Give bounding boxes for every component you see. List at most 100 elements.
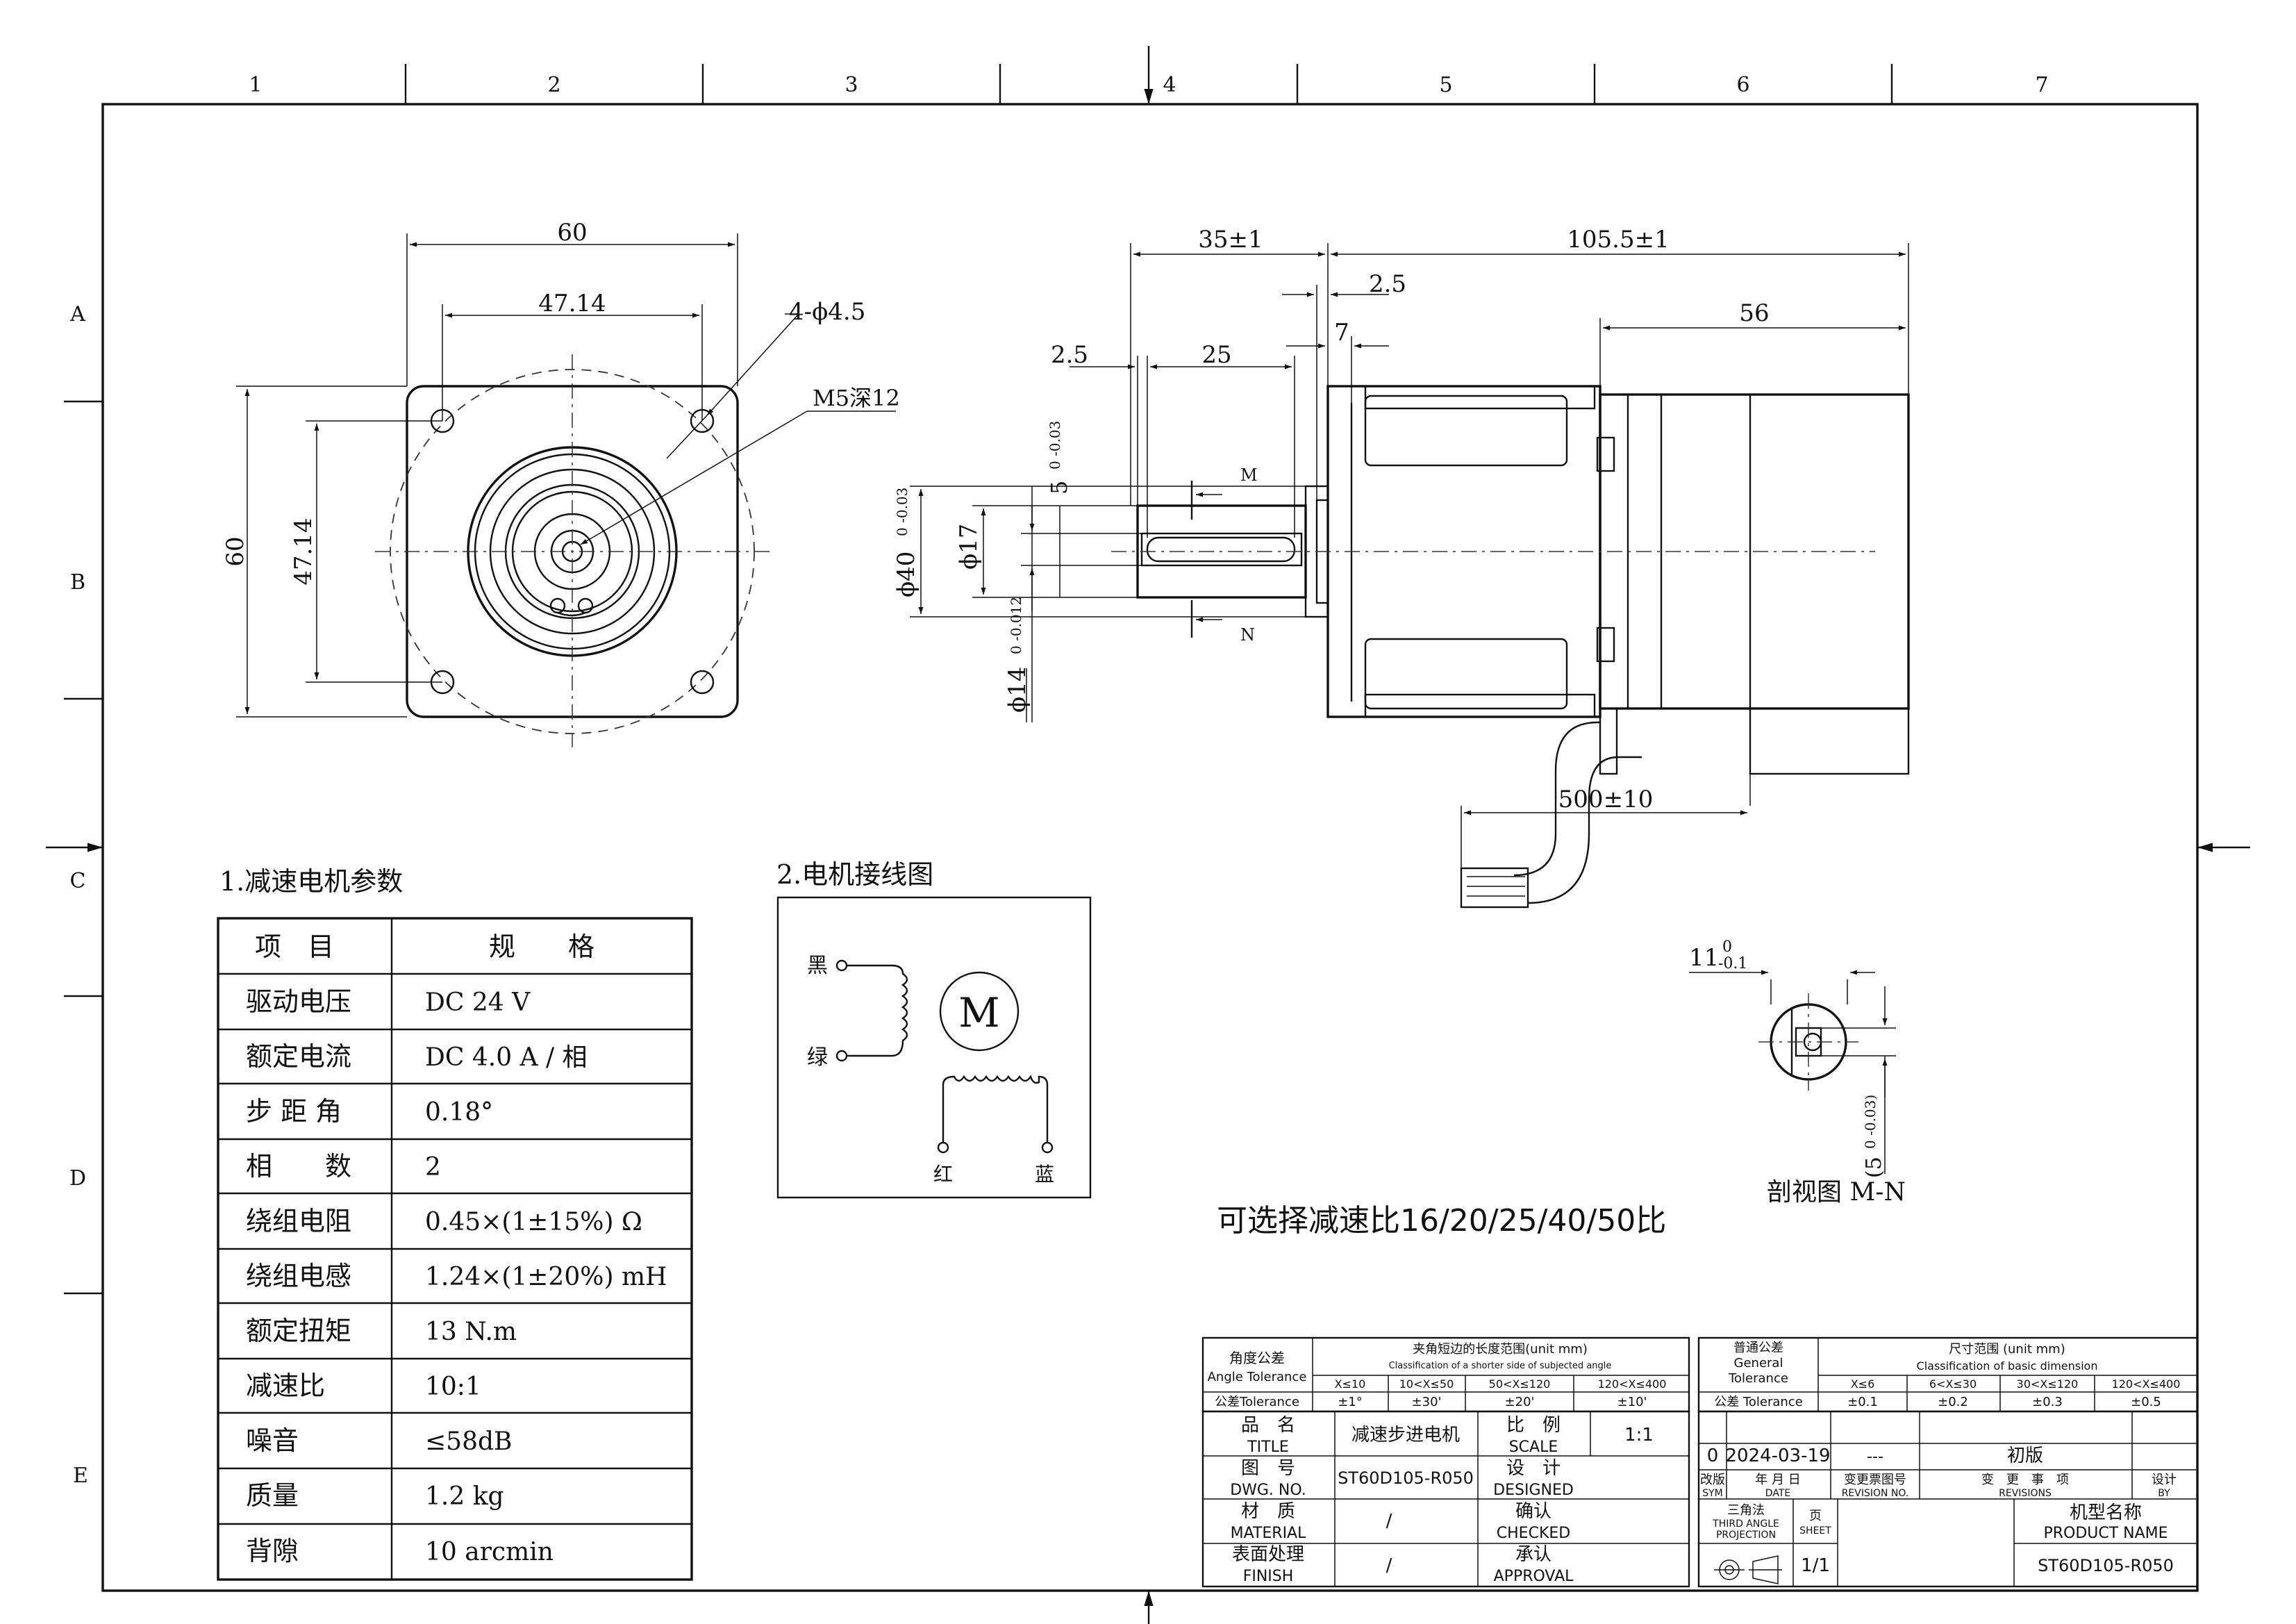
dim-range-cn: 尺寸范围 (unit mm) — [1949, 1342, 2065, 1357]
rev-sym-cn: 改版 — [1700, 1473, 1725, 1487]
rev-by-cn: 设计 — [2152, 1473, 2177, 1487]
angle-range: 10<X≤50 — [1399, 1377, 1454, 1391]
param-label: 背隙 — [246, 1536, 299, 1566]
approval-cn: 承认 — [1515, 1544, 1552, 1565]
product-en: PRODUCT NAME — [2043, 1525, 2168, 1542]
param-label: 步 距 角 — [246, 1096, 342, 1127]
front-view — [375, 354, 771, 747]
dim-tol-value: ±0.2 — [1938, 1395, 1968, 1409]
sheet-value: 1/1 — [1801, 1555, 1830, 1576]
dim-pilot-tol: 0 -0.03 — [894, 488, 910, 536]
rev-date-cn: 年 月 日 — [1755, 1473, 1800, 1487]
note-thread: M5深12 — [813, 385, 900, 411]
zone-col-5: 5 — [1439, 73, 1452, 97]
dim-range: 120<X≤400 — [2112, 1377, 2181, 1391]
title-block: 角度公差 Angle Tolerance 夹角短边的长度范围(unit mm) … — [1201, 1336, 2199, 1588]
material-value: / — [1386, 1511, 1392, 1532]
wire-blue: 蓝 — [1035, 1163, 1054, 1186]
dwg-en: DWG. NO. — [1230, 1482, 1306, 1499]
zone-col-2: 2 — [547, 73, 560, 97]
title-en: TITLE — [1247, 1439, 1289, 1456]
dim-hub-diameter: ϕ17 — [955, 524, 983, 570]
param-label: 相 数 — [246, 1151, 351, 1182]
wire-black: 黑 — [807, 954, 828, 978]
angle-range: 120<X≤400 — [1598, 1377, 1667, 1391]
rev-date-en: DATE — [1765, 1488, 1790, 1499]
material-cn: 材 质 — [1241, 1501, 1295, 1522]
dwg-value: ST60D105-R050 — [1338, 1468, 1474, 1488]
zone-row-b: B — [70, 570, 85, 595]
angle-tol-value: ±1° — [1338, 1395, 1363, 1409]
drawing-frame — [46, 46, 2250, 1624]
zone-col-3: 3 — [845, 73, 858, 97]
dim-range: 6<X≤30 — [1929, 1377, 1977, 1391]
angle-tol-label: 公差Tolerance — [1215, 1395, 1299, 1409]
angle-tol-value: ±20' — [1505, 1395, 1535, 1409]
zone-row-e: E — [73, 1464, 88, 1488]
projection-cn: 三角法 — [1727, 1503, 1765, 1518]
zone-row-a: A — [69, 302, 85, 326]
wire-red: 红 — [933, 1163, 953, 1186]
rev-no: --- — [1867, 1448, 1883, 1466]
dim-section-flat-tol-bot: -0.1 — [1718, 955, 1747, 972]
dim-key-length: 25 — [1201, 341, 1231, 369]
motor-symbol: M — [958, 989, 999, 1036]
rev-no-en: REVISION NO. — [1842, 1488, 1909, 1499]
product-cn: 机型名称 — [2070, 1502, 2142, 1523]
dim-section-key: (5 — [1862, 1157, 1886, 1178]
dwg-cn: 图 号 — [1241, 1458, 1295, 1479]
angle-tol-value: ±10' — [1617, 1395, 1647, 1409]
dim-shaft-offset: 2.5 — [1051, 341, 1088, 369]
wire-green: 绿 — [807, 1045, 828, 1070]
dim-front-width: 60 — [557, 219, 587, 247]
scale-cn: 比 例 — [1506, 1415, 1561, 1436]
designed-cn: 设 计 — [1506, 1458, 1561, 1479]
dim-section-flat: 11 — [1689, 944, 1719, 972]
title-value: 减速步进电机 — [1351, 1425, 1460, 1445]
section-marker-n: N — [1240, 625, 1255, 645]
param-label: 质量 — [246, 1480, 299, 1511]
note-mounting-holes: 4-ϕ4.5 — [789, 298, 865, 326]
front-dimensions: 60 47.14 60 47.14 4-ϕ4.5 M5深12 — [222, 219, 900, 718]
section-caption: 剖视图 M-N — [1767, 1178, 1906, 1207]
ratio-note: 可选择减速比16/20/25/40/50比 — [1217, 1203, 1666, 1238]
param-value: 1.24×(1±20%) mH — [425, 1263, 667, 1291]
zone-labels: 1 2 3 4 5 6 7 A B C D E — [69, 73, 2049, 1488]
param-label: 减速比 — [246, 1370, 325, 1401]
side-view — [1111, 385, 1910, 909]
params-header-spec: 规 格 — [489, 931, 594, 962]
param-value: DC 24 V — [425, 988, 531, 1017]
third-angle-projection-icon — [1714, 1555, 1782, 1584]
dim-flange-thickness: 2.5 — [1369, 270, 1406, 298]
angle-tol-value: ±30' — [1412, 1395, 1442, 1409]
dim-shaft-diameter: ϕ14 — [1004, 667, 1031, 713]
zone-col-4: 4 — [1163, 73, 1176, 97]
dim-body-length: 105.5±1 — [1567, 226, 1669, 254]
projection-en1: THIRD ANGLE — [1712, 1518, 1779, 1530]
param-value: 10:1 — [425, 1373, 481, 1401]
wiring-title: 2.电机接线图 — [776, 859, 933, 890]
angle-tol-en: Angle Tolerance — [1208, 1370, 1307, 1384]
checked-cn: 确认 — [1515, 1501, 1552, 1522]
angle-tol-cn: 角度公差 — [1229, 1350, 1285, 1366]
wiring-diagram: M 黑 绿 红 蓝 — [776, 896, 1092, 1199]
product-value: ST60D105-R050 — [2038, 1556, 2174, 1575]
dim-front-height: 60 — [222, 536, 249, 566]
params-table: 项 目 规 格 驱动电压 DC 24 V 额定电流 DC 4.0 A / 相 步… — [217, 917, 693, 1581]
param-value: 13 N.m — [425, 1318, 517, 1346]
params-header-item: 项 目 — [255, 931, 334, 962]
dim-key-width-tol: 0 -0.03 — [1047, 421, 1063, 470]
param-value: 10 arcmin — [425, 1538, 554, 1566]
param-value: 0.45×(1±15%) Ω — [425, 1208, 642, 1236]
section-view-mn: 11 0 -0.1 (5 0 -0.03) 剖视图 M-N — [1689, 938, 1906, 1207]
angle-range: 50<X≤120 — [1489, 1377, 1551, 1391]
dim-tol-label: 公差 Tolerance — [1714, 1395, 1803, 1409]
param-value: 1.2 kg — [425, 1482, 504, 1511]
dim-range-en: Classification of basic dimension — [1917, 1359, 2098, 1373]
scale-value: 1:1 — [1624, 1425, 1654, 1445]
projection-en2: PROJECTION — [1716, 1530, 1776, 1541]
params-title: 1.减速电机参数 — [219, 866, 403, 897]
finish-value: / — [1386, 1555, 1392, 1576]
angle-range-en: Classification of a shorter side of subj… — [1389, 1361, 1612, 1371]
